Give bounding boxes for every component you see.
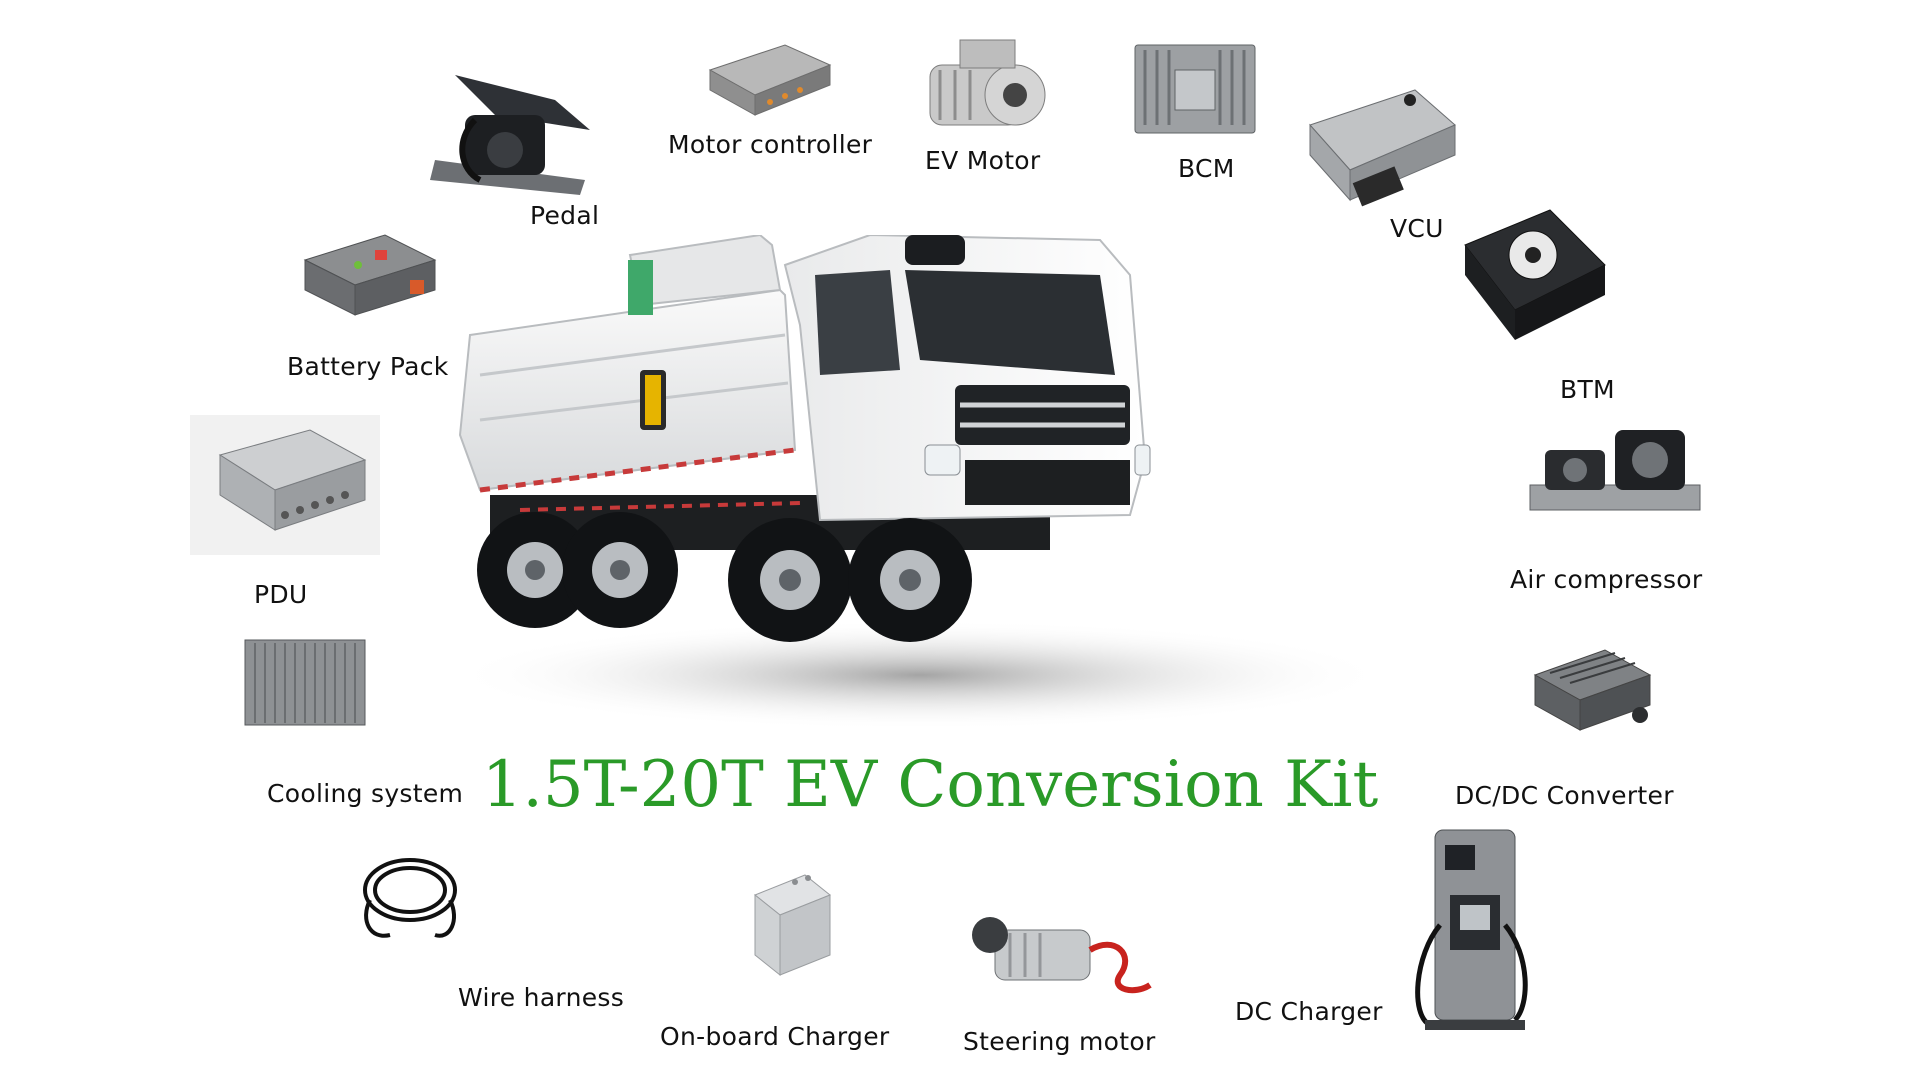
dc-dc-converter-image bbox=[1530, 645, 1655, 740]
wire-harness-image bbox=[350, 845, 470, 945]
steering-motor-image bbox=[965, 895, 1155, 1005]
btm-label: BTM bbox=[1560, 375, 1615, 404]
vcu-image bbox=[1300, 85, 1465, 210]
pdu-image bbox=[190, 415, 380, 555]
vcu-label: VCU bbox=[1390, 214, 1444, 243]
on-board-charger-label: On-board Charger bbox=[660, 1022, 890, 1051]
page-title: 1.5T-20T EV Conversion Kit bbox=[481, 748, 1379, 822]
ev-motor-label: EV Motor bbox=[925, 146, 1041, 175]
motor-controller-image bbox=[700, 40, 835, 125]
cooling-system-label: Cooling system bbox=[267, 779, 464, 808]
on-board-charger-image bbox=[740, 870, 840, 980]
battery-pack-image bbox=[300, 230, 440, 320]
bcm-label: BCM bbox=[1178, 154, 1235, 183]
bcm-image bbox=[1130, 40, 1260, 140]
btm-image bbox=[1455, 205, 1615, 345]
air-compressor-image bbox=[1525, 410, 1705, 520]
pedal-label: Pedal bbox=[530, 201, 600, 230]
dc-charger-label: DC Charger bbox=[1235, 997, 1383, 1026]
battery-pack-label: Battery Pack bbox=[287, 352, 449, 381]
cooling-system-image bbox=[240, 635, 370, 730]
dc-dc-converter-label: DC/DC Converter bbox=[1455, 781, 1674, 810]
pdu-label: PDU bbox=[254, 580, 308, 609]
steering-motor-label: Steering motor bbox=[963, 1027, 1156, 1056]
dc-charger-image bbox=[1405, 825, 1540, 1035]
air-compressor-label: Air compressor bbox=[1510, 565, 1703, 594]
pedal-image bbox=[415, 70, 605, 210]
wire-harness-label: Wire harness bbox=[458, 983, 625, 1012]
ev-motor-image bbox=[915, 30, 1055, 140]
dump-truck-image bbox=[400, 235, 1420, 735]
motor-controller-label: Motor controller bbox=[668, 130, 873, 159]
